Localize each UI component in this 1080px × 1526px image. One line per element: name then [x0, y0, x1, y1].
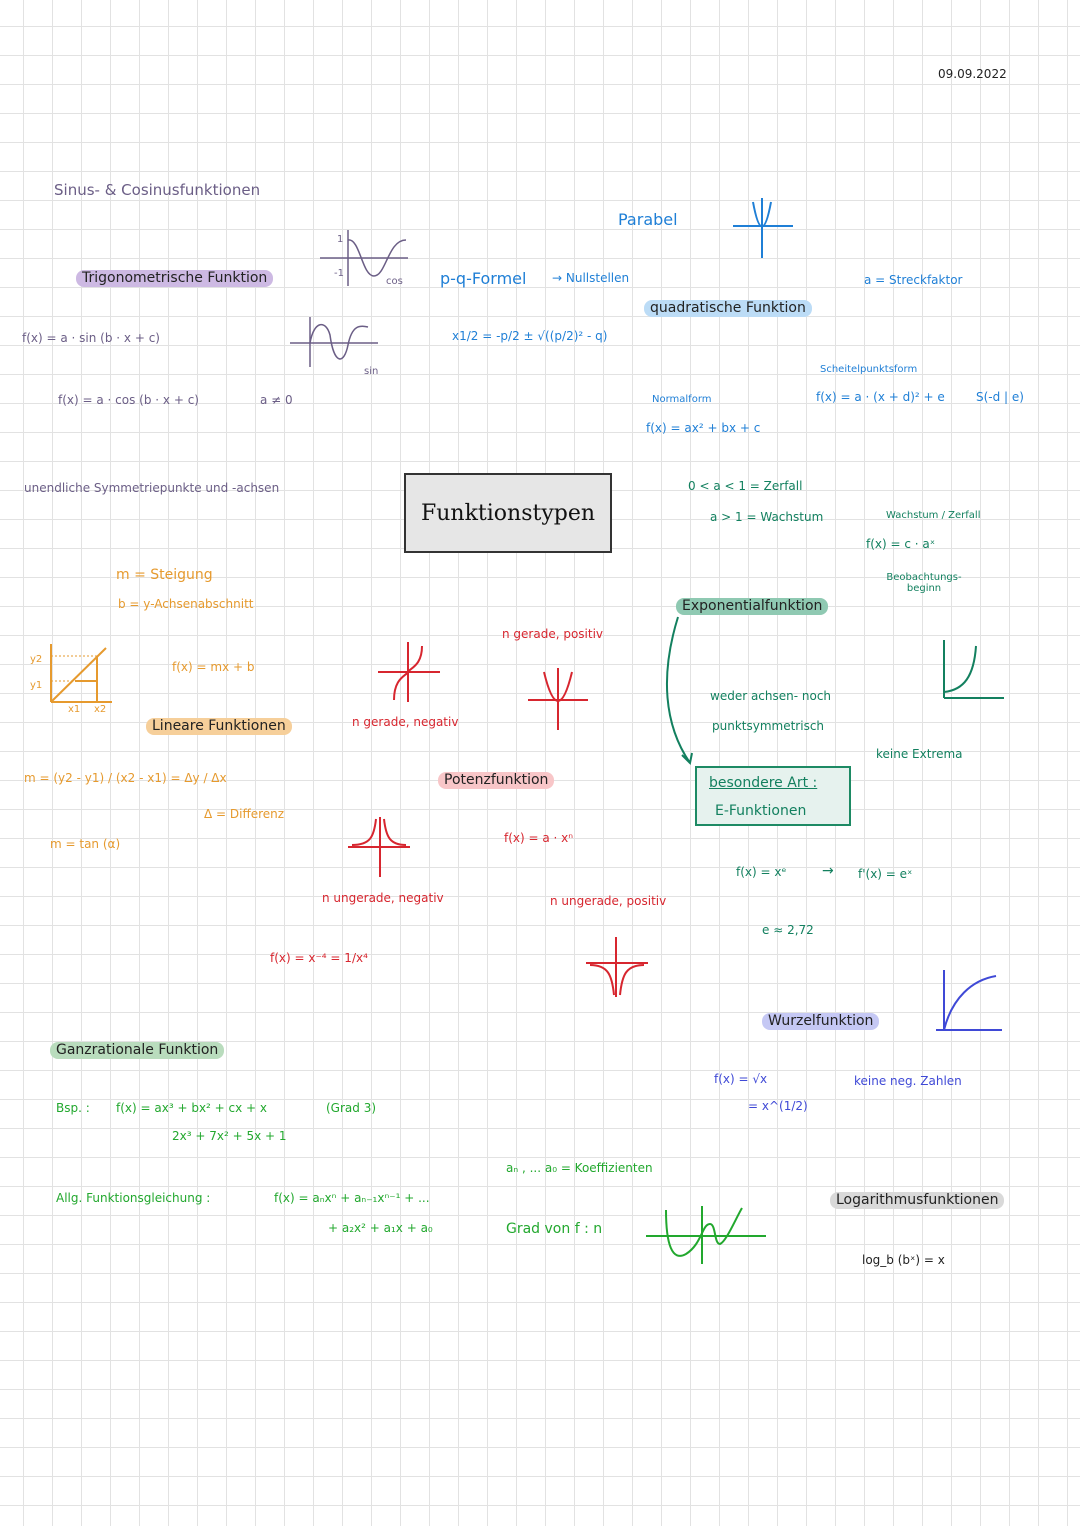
polynomial-label: Ganzrationale Funktion: [50, 1042, 225, 1060]
exp-label: Exponentialfunktion: [676, 598, 829, 616]
example-label: Bsp. :: [56, 1101, 90, 1115]
m-steigung: m = Steigung: [116, 567, 213, 583]
log-label: Logarithmusfunktionen: [830, 1192, 1005, 1210]
odd-negative-graph-icon: [348, 817, 410, 877]
example-formula-2: 2x³ + 7x² + 5x + 1: [172, 1129, 287, 1143]
special-sub: E-Funktionen: [715, 803, 807, 819]
log-formula: log_b (bˣ) = x: [862, 1253, 945, 1267]
even-positive-graph-icon: [528, 668, 588, 730]
sin-formula: f(x) = a · sin (b · x + c): [22, 331, 160, 345]
even-negative-graph-icon: [378, 642, 440, 702]
e-formula: f(x) = xᵉ: [736, 865, 787, 879]
even-negative-label: n gerade, negativ: [352, 715, 459, 729]
sin-graph-icon: [290, 317, 378, 367]
example-degree: (Grad 3): [326, 1101, 377, 1115]
degree-note: Grad von f : n: [506, 1221, 603, 1237]
general-label: Allg. Funktionsgleichung :: [56, 1191, 211, 1205]
slope-formula: m = (y2 - y1) / (x2 - x1) = Δy / Δx: [24, 771, 227, 785]
e-derivative: f'(x) = eˣ: [858, 867, 913, 881]
trig-label: Trigonometrische Funktion: [76, 270, 274, 288]
polynomial-graph-icon: [646, 1206, 766, 1264]
e-arrow: →: [822, 863, 834, 879]
cos-label: cos: [386, 276, 403, 287]
e-functions-box: besondere Art : E-Funktionen: [695, 766, 851, 826]
axis-y1: y1: [30, 680, 43, 691]
odd-positive-label: n ungerade, positiv: [550, 894, 667, 908]
cos-tick-pos: 1: [337, 234, 344, 245]
linear-formula: f(x) = mx + b: [172, 660, 255, 674]
cos-formula: f(x) = a · cos (b · x + c): [58, 393, 199, 407]
symmetry-note-1: weder achsen- noch: [710, 689, 832, 703]
growth-note: a > 1 = Wachstum: [710, 510, 824, 524]
cos-graph-icon: [320, 230, 408, 286]
root-note: keine neg. Zahlen: [854, 1074, 962, 1088]
special-title: besondere Art :: [709, 775, 818, 791]
pq-nullstellen: → Nullstellen: [552, 271, 630, 285]
parabel-label: Parabel: [618, 210, 678, 229]
start-note: Beobachtungs-beginn: [886, 572, 962, 594]
symmetry-note-2: punktsymmetrisch: [712, 719, 825, 733]
page-title-text: Funktionstypen: [420, 500, 596, 526]
general-formula-1: f(x) = aₙxⁿ + aₙ₋₁xⁿ⁻¹ + ...: [274, 1191, 430, 1205]
pq-formula: x1/2 = -p/2 ± √((p/2)² - q): [452, 329, 608, 343]
exp-graph-icon: [943, 640, 1004, 699]
even-positive-label: n gerade, positiv: [502, 627, 604, 641]
parabola-graph-icon: [733, 198, 793, 258]
pq-formula-label: p-q-Formel: [440, 269, 527, 288]
exp-formula: f(x) = c · aˣ: [866, 537, 936, 551]
root-label: Wurzelfunktion: [762, 1013, 880, 1031]
scheitel-title: Scheitelpunktsform: [820, 364, 918, 375]
power-example: f(x) = x⁻⁴ = 1/x⁴: [270, 951, 368, 965]
scheitel-formula: f(x) = a · (x + d)² + e: [816, 390, 945, 404]
e-value: e ≈ 2,72: [762, 923, 814, 937]
arrow-icon: [665, 616, 693, 766]
root-graph-icon: [936, 970, 1002, 1031]
a-condition: a ≠ 0: [260, 393, 293, 407]
delta-note: Δ = Differenz: [204, 807, 285, 821]
b-achsenabschnitt: b = y-Achsenabschnitt: [118, 597, 254, 611]
scheitel-point: S(-d | e): [976, 390, 1024, 404]
streckfaktor: a = Streckfaktor: [864, 273, 963, 287]
power-formula: f(x) = a · xⁿ: [504, 831, 574, 845]
decay-note: 0 < a < 1 = Zerfall: [688, 479, 803, 493]
page-title: Funktionstypen: [404, 473, 612, 553]
linear-label: Lineare Funktionen: [146, 718, 292, 736]
axis-x2: x2: [94, 704, 107, 715]
root-formula: f(x) = √x: [714, 1072, 768, 1086]
coefficient-note: aₙ , ... a₀ = Koeffizienten: [506, 1161, 653, 1175]
odd-positive-graph-icon: [586, 937, 648, 997]
example-formula: f(x) = ax³ + bx² + cx + x: [116, 1101, 268, 1115]
trig-heading: Sinus- & Cosinusfunktionen: [54, 181, 261, 199]
normal-title: Normalform: [652, 394, 712, 405]
date: 09.09.2022: [938, 67, 1007, 81]
tan-formula: m = tan (α): [50, 837, 121, 851]
growth-decay-note: Wachstum / Zerfall: [886, 510, 981, 521]
root-formula-2: = x^(1/2): [748, 1099, 808, 1113]
sin-label: sin: [364, 366, 379, 377]
extrema-note: keine Extrema: [876, 747, 963, 761]
power-label: Potenzfunktion: [438, 772, 555, 790]
odd-negative-label: n ungerade, negativ: [322, 891, 444, 905]
axis-x1: x1: [68, 704, 81, 715]
quadratic-label: quadratische Funktion: [644, 300, 812, 318]
normal-formula: f(x) = ax² + bx + c: [646, 421, 761, 435]
linear-graph-icon: [50, 644, 112, 703]
axis-y2: y2: [30, 654, 43, 665]
general-formula-2: + a₂x² + a₁x + a₀: [328, 1221, 433, 1235]
cos-tick-neg: -1: [334, 268, 344, 279]
symmetry-note: unendliche Symmetriepunkte und -achsen: [24, 481, 280, 495]
